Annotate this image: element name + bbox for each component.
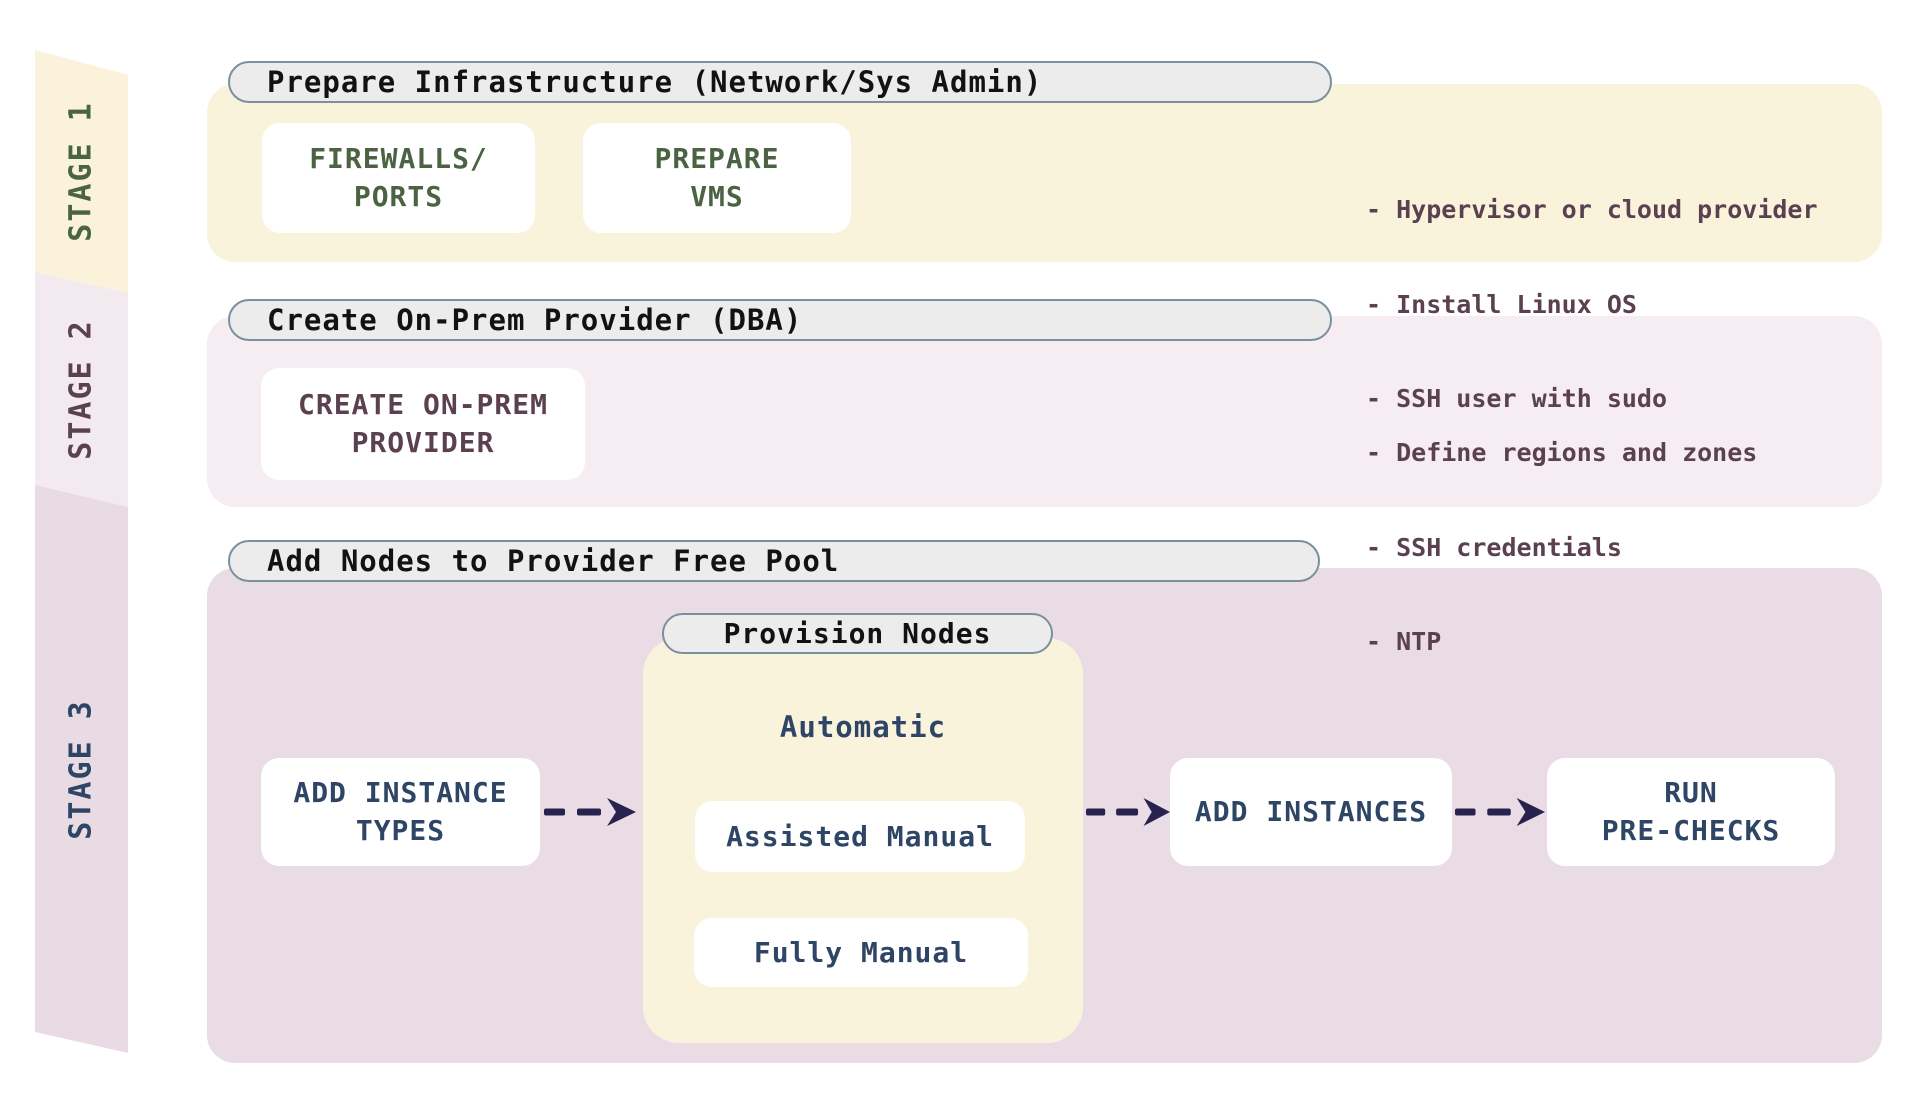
provision-option-automatic: Automatic: [779, 710, 947, 744]
dashed-arrow-icon: [1455, 796, 1545, 828]
firewalls-line1: FIREWALLS/: [309, 142, 488, 175]
stage1-header-text: Prepare Infrastructure (Network/Sys Admi…: [267, 65, 1043, 99]
create-provider-line1: CREATE ON-PREM: [297, 388, 548, 421]
firewalls-line2: PORTS: [353, 180, 444, 213]
stage1-ribbon-segment: [35, 50, 128, 293]
stage2-ribbon-label-text: STAGE 2: [64, 319, 99, 460]
provision-option-assisted-manual-box: Assisted Manual: [695, 801, 1025, 872]
stage2-note-item: - Define regions and zones: [1366, 438, 1758, 467]
prepare-vms-box: PREPARE VMS: [583, 123, 851, 233]
provision-nodes-pill: Provision Nodes: [662, 613, 1053, 654]
stage3-ribbon-segment: [35, 485, 128, 1053]
stage2-header-pill: Create On-Prem Provider (DBA): [228, 299, 1332, 341]
prepare-vms-line1: PREPARE: [654, 142, 780, 175]
provision-nodes-title: Provision Nodes: [723, 617, 992, 650]
stage1-note-item: - Install Linux OS: [1366, 289, 1637, 319]
stage1-ribbon-label-text: STAGE 1: [64, 101, 99, 242]
add-instances-line1: ADD INSTANCES: [1194, 795, 1428, 828]
stage1-note-item: - Hypervisor or cloud provider: [1366, 195, 1818, 224]
stage3-header-text: Add Nodes to Provider Free Pool: [267, 544, 840, 578]
stage2-ribbon-label: STAGE 2: [35, 272, 128, 507]
stage1-ribbon-label: STAGE 1: [35, 50, 128, 293]
stage2-header-text: Create On-Prem Provider (DBA): [267, 303, 803, 337]
stage2-notes-list: - Define regions and zones - SSH credent…: [1366, 374, 1757, 721]
firewalls-ports-box: FIREWALLS/ PORTS: [262, 123, 535, 233]
stage1-note-item: - SSH user with sudo: [1366, 384, 1668, 413]
create-onprem-provider-box: CREATE ON-PREM PROVIDER: [261, 368, 585, 480]
stage2-note-item: - NTP: [1366, 627, 1442, 656]
create-provider-line2: PROVIDER: [351, 426, 495, 459]
stage3-header-pill: Add Nodes to Provider Free Pool: [228, 540, 1320, 582]
fully-manual-label: Fully Manual: [753, 935, 969, 969]
add-instance-types-line2: TYPES: [355, 814, 446, 847]
prepare-vms-line2: VMS: [690, 180, 744, 213]
add-instance-types-line1: ADD INSTANCE: [293, 776, 508, 809]
stage2-ribbon-segment: [35, 272, 128, 507]
add-instance-types-box: ADD INSTANCE TYPES: [261, 758, 540, 866]
assisted-manual-label: Assisted Manual: [726, 819, 994, 853]
dashed-arrow-icon: [1086, 796, 1170, 828]
stage3-ribbon-label: STAGE 3: [35, 485, 128, 1053]
stage2-note-item: - SSH credentials: [1366, 532, 1622, 562]
dashed-arrow-icon: [544, 796, 636, 828]
provision-option-fully-manual-box: Fully Manual: [694, 918, 1028, 987]
stage1-notes-list: - Hypervisor or cloud provider - Install…: [1366, 131, 1818, 478]
run-prechecks-line1: RUN: [1664, 776, 1718, 809]
run-prechecks-line2: PRE-CHECKS: [1601, 814, 1781, 847]
run-prechecks-box: RUN PRE-CHECKS: [1547, 758, 1835, 866]
stage3-ribbon-label-text: STAGE 3: [64, 698, 99, 840]
stage1-header-pill: Prepare Infrastructure (Network/Sys Admi…: [228, 61, 1332, 103]
add-instances-box: ADD INSTANCES: [1170, 758, 1452, 866]
